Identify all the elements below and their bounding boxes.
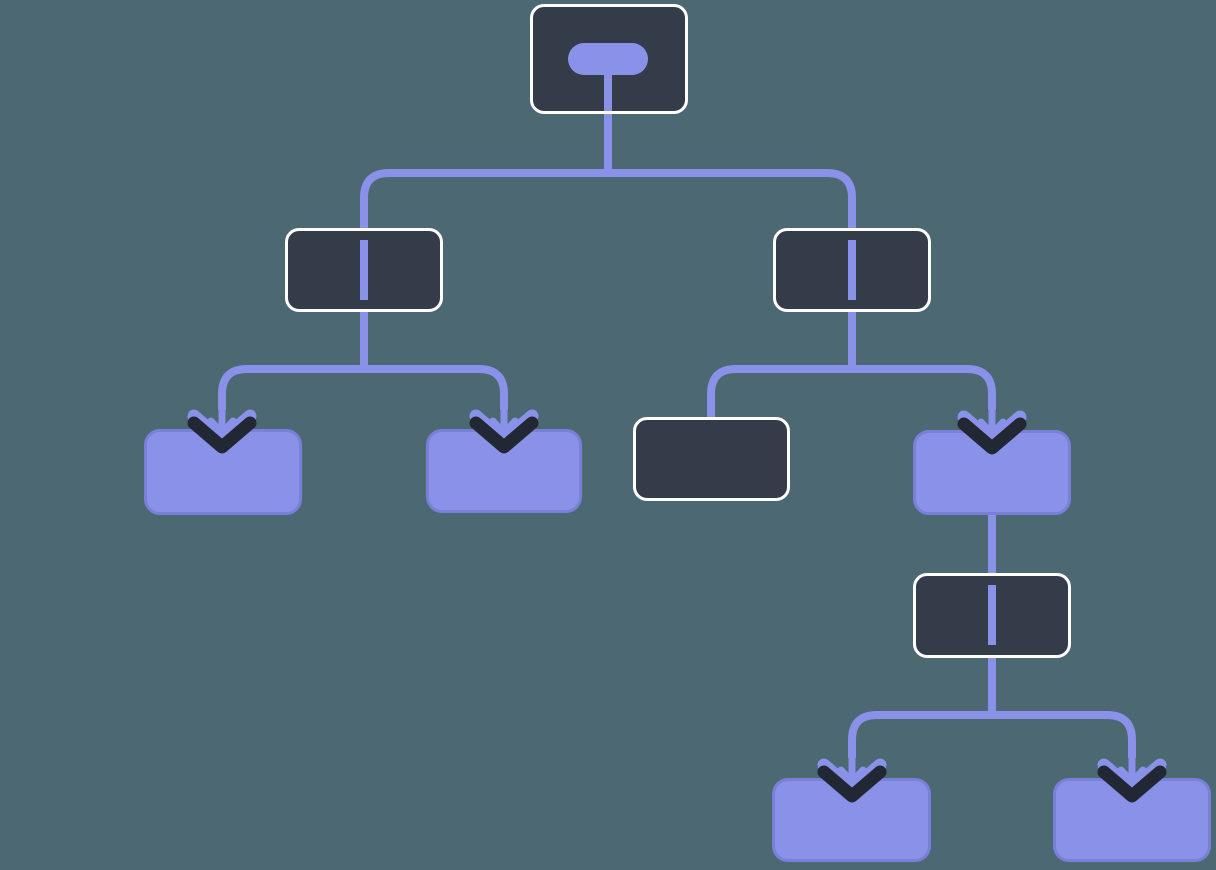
tree-node-child-dark[interactable] — [633, 417, 790, 501]
chevron-accent-stroke — [837, 766, 867, 786]
vertical-line-icon — [848, 240, 856, 300]
chevron-accent-stroke — [977, 418, 1007, 438]
chevron-dark-stroke — [187, 416, 257, 454]
double-chevron-down-icon[interactable] — [469, 393, 539, 454]
double-chevron-down-icon[interactable] — [187, 393, 257, 454]
connector-rail-right — [707, 365, 996, 420]
chevron-accent-stroke — [1117, 766, 1147, 786]
tree-node-branch-bottom[interactable] — [913, 573, 1071, 658]
tree-node-branch-right[interactable] — [773, 228, 931, 312]
double-chevron-down-icon[interactable] — [817, 742, 887, 803]
vertical-line-icon — [988, 585, 996, 645]
pill-icon — [568, 43, 648, 75]
tree-node-root[interactable] — [530, 4, 688, 114]
connector-rail-bottom — [848, 711, 1136, 758]
vertical-line-icon — [360, 240, 368, 300]
chevron-accent-stroke — [489, 417, 519, 437]
double-chevron-down-icon[interactable] — [1097, 742, 1167, 803]
pill-stem-connector — [604, 73, 612, 111]
chevron-dark-stroke — [469, 416, 539, 454]
connector-rail-level1 — [360, 169, 856, 242]
chevron-accent-stroke — [207, 417, 237, 437]
connector-rail-left — [218, 365, 508, 410]
chevron-dark-stroke — [957, 417, 1027, 455]
chevron-dark-stroke — [817, 765, 887, 803]
double-chevron-down-icon[interactable] — [957, 394, 1027, 455]
tree-node-branch-left[interactable] — [285, 228, 443, 312]
chevron-dark-stroke — [1097, 765, 1167, 803]
